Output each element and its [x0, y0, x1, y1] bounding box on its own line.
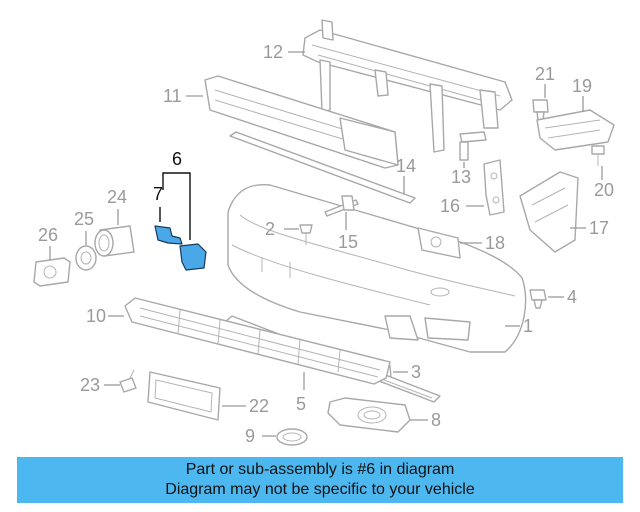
callout-16: 16: [440, 196, 460, 216]
part-14-upper-strip: [229, 131, 416, 204]
part-22-plate-bracket: [147, 371, 221, 421]
callout-26: 26: [38, 225, 58, 245]
callout-14: 14: [396, 156, 416, 176]
part-25-sensor-ring: [75, 245, 97, 271]
part-11-energy-absorber: [204, 75, 399, 169]
banner-line-2: Diagram may not be specific to your vehi…: [165, 481, 475, 498]
part-19-guide: [536, 109, 615, 151]
callout-15: 15: [338, 232, 358, 252]
callout-8: 8: [431, 410, 441, 430]
callout-25: 25: [74, 209, 94, 229]
part-2-screw: [299, 224, 313, 245]
part-24-sensor: [94, 225, 135, 257]
callout-6-bracket-line: [162, 172, 191, 240]
callout-22: 22: [249, 396, 269, 416]
callout-24: 24: [107, 187, 127, 207]
callout-7: 7: [153, 184, 163, 204]
callout-2: 2: [265, 219, 275, 239]
callout-23: 23: [80, 375, 100, 395]
part-13-bolt: [459, 131, 487, 161]
callout-21: 21: [535, 64, 555, 84]
part-17-side-guide: [519, 171, 579, 253]
callout-4: 4: [567, 287, 577, 307]
part-16-bracket: [483, 159, 505, 216]
part-23-screw: [119, 369, 137, 393]
callout-5: 5: [296, 394, 306, 414]
callout-6: 6: [172, 149, 182, 169]
part-18-bracket: [417, 227, 461, 259]
callout-17: 17: [589, 218, 609, 238]
callout-19: 19: [572, 76, 592, 96]
callout-20: 20: [594, 180, 614, 200]
callout-12: 12: [263, 42, 283, 62]
part-10-lower-grille: [124, 297, 391, 385]
part-12-reinforcement-bar: [302, 19, 513, 153]
part-15-pin: [324, 195, 359, 217]
part-1-bumper-cover: [227, 183, 527, 353]
part-26-sensor-bracket: [33, 257, 71, 287]
callout-18: 18: [485, 233, 505, 253]
part-7-bracket: [154, 225, 183, 245]
part-20-screw: [591, 145, 605, 166]
callout-9: 9: [245, 426, 255, 446]
part-info-banner: Part or sub-assembly is #6 in diagram Di…: [17, 457, 623, 503]
callout-1: 1: [523, 316, 533, 336]
part-8-fog-grille: [327, 397, 411, 433]
part-4-clip: [529, 289, 547, 309]
callout-10: 10: [86, 306, 106, 326]
part-9-ring: [276, 428, 308, 446]
callout-13: 13: [451, 167, 471, 187]
callout-11: 11: [163, 86, 182, 106]
part-21-clip: [532, 99, 549, 121]
banner-line-1: Part or sub-assembly is #6 in diagram: [185, 461, 455, 478]
callout-3: 3: [411, 362, 421, 382]
part-6-bracket: [179, 243, 207, 271]
part-6-highlight-group: 6 7: [153, 149, 207, 271]
parts-diagram: 12 11 14 1 2 15 13: [33, 19, 615, 446]
